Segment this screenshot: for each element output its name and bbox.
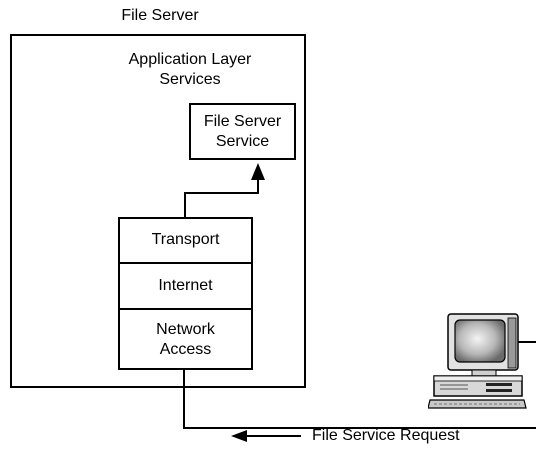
stack-divider [118,262,253,264]
file-server-service-box [189,103,296,160]
layer-network-access: Network Access [156,320,215,358]
desktop-computer-icon [428,313,527,409]
file-server-service-label: File Server Service [203,112,282,150]
application-layer-label: Application Layer Services [128,51,252,88]
protocol-stack [118,217,253,370]
up-arrowhead [251,163,265,180]
layer-internet: Internet [158,277,213,294]
stack-to-service-connector [184,178,259,217]
network-cable [183,370,536,429]
file-server-title: File Server [121,7,199,24]
file-service-request-label: File Service Request [312,427,460,444]
stack-divider [118,308,253,310]
layer-transport: Transport [151,231,220,248]
left-arrowhead [231,430,247,442]
